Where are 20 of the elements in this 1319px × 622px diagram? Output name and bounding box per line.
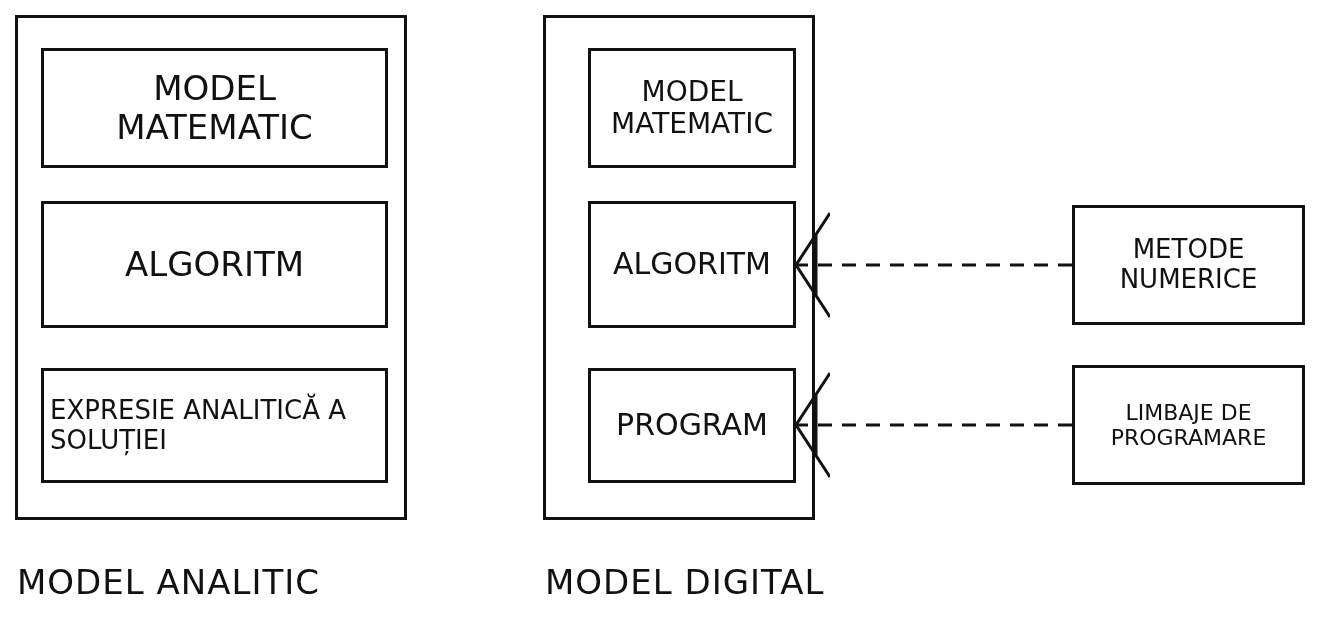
box-label: MODEL MATEMATIC <box>115 68 314 148</box>
process-box <box>41 368 388 483</box>
process-box <box>1072 365 1305 485</box>
box-label: MODEL MATEMATIC <box>610 75 774 141</box>
outer-frame <box>543 15 815 520</box>
process-box <box>588 201 796 328</box>
process-box <box>1072 205 1305 325</box>
process-box <box>588 368 796 483</box>
process-box <box>41 48 388 168</box>
box-label: ALGORITM <box>612 247 772 282</box>
box-label: PROGRAM <box>615 408 769 443</box>
diagram-caption: MODEL ANALITIC <box>17 562 320 602</box>
box-label: METODE NUMERICE <box>1118 235 1259 295</box>
box-label: LIMBAJE DE PROGRAMARE <box>1109 399 1268 451</box>
box-label: ALGORITM <box>123 244 306 285</box>
outer-frame <box>15 15 407 520</box>
box-label: EXPRESIE ANALITICĂ A SOLUȚIEI <box>49 395 347 456</box>
diagram-caption: MODEL DIGITAL <box>545 562 825 602</box>
process-box <box>41 201 388 328</box>
process-box <box>588 48 796 168</box>
